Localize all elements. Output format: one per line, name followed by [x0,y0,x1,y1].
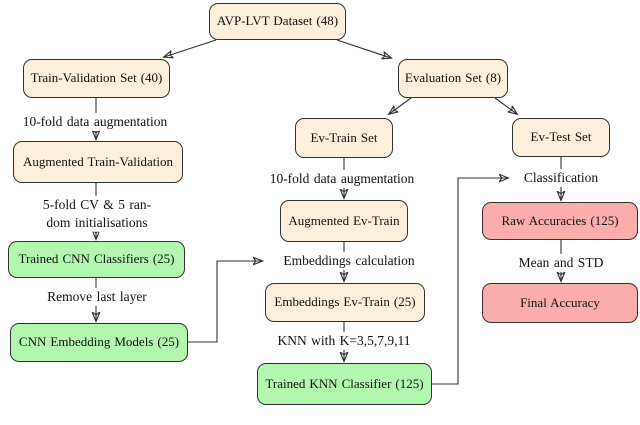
edge-label-5-fold-cv: 5-fold CV & 5 ran- dom initialisations [40,195,154,233]
node-evaluation-set: Evaluation Set (8) [398,59,508,98]
edge-label-10-fold-augmentation-middle: 10-fold data augmentation [267,169,417,189]
node-avp-lvt-dataset: AVP-LVT Dataset (48) [209,3,346,40]
node-final-accuracy: Final Accuracy [482,283,638,323]
edge-label-5-fold-cv-line2: dom initialisations [46,215,148,230]
node-embeddings-ev-train: Embeddings Ev-Train (25) [265,283,425,322]
node-train-validation-set: Train-Validation Set (40) [23,59,170,98]
edge-dataset-to-trainval [164,39,217,57]
node-ev-test-set: Ev-Test Set [512,118,610,157]
edge-label-5-fold-cv-line1: 5-fold CV & 5 ran- [42,196,152,212]
edge-evalset-to-evtrain [389,97,412,114]
edge-label-embeddings-calculation: Embeddings calculation [281,251,417,271]
node-trained-knn-classifier: Trained KNN Classifier (125) [257,363,432,405]
edge-evalset-to-evtest [494,97,517,114]
edge-cnnembed-to-embedcalc [188,261,262,343]
node-augmented-ev-train: Augmented Ev-Train [280,200,408,242]
edge-dataset-to-evalset [336,39,391,58]
edge-trainedknn-to-classification [432,178,508,385]
node-raw-accuracies: Raw Accuracies (125) [482,202,638,240]
edge-label-mean-and-std: Mean and STD [516,253,606,273]
edge-label-10-fold-augmentation-left: 10-fold data augmentation [20,112,170,132]
edge-label-remove-last-layer: Remove last layer [45,287,149,307]
node-ev-train-set: Ev-Train Set [295,118,393,158]
edge-label-classification: Classification [521,168,601,188]
node-augmented-train-validation: Augmented Train-Validation [13,141,183,183]
node-cnn-embedding-models: CNN Embedding Models (25) [10,323,188,362]
node-trained-cnn-classifiers: Trained CNN Classifiers (25) [8,241,185,278]
edge-label-knn-k-values: KNN with K=3,5,7,9,11 [275,331,413,351]
